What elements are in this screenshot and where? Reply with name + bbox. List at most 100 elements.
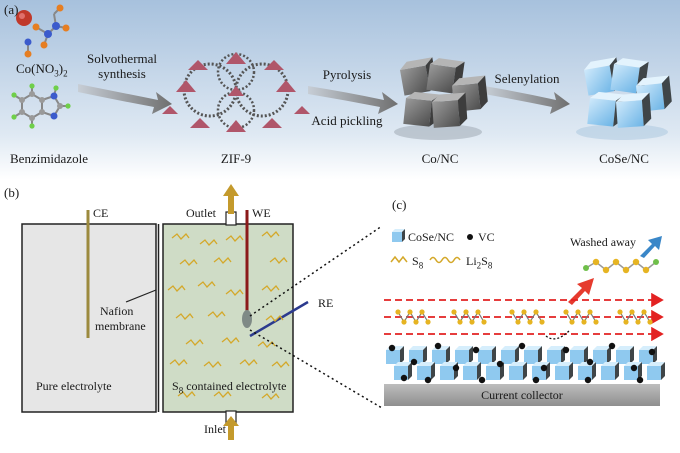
cose-nc-cube [478,346,496,364]
cose-nc-cube [463,362,481,380]
legend-s8-label: S8 [412,254,423,272]
reagent-1-text: Co(NO [16,61,55,76]
panel-a-background [0,0,680,180]
vc-dot [400,374,408,382]
legend-s-sub: 8 [418,260,424,271]
cose-nc-cube [547,346,565,364]
we-label: WE [252,206,271,220]
vc-dot [608,342,616,350]
legend-li2s8-glyph [429,256,461,264]
cose-nc-cube [570,346,588,364]
product-cose-nc: CoSe/NC [599,151,649,166]
zoom-line-top [249,225,383,317]
legend-cosenc-label: CoSe/NC [408,230,455,244]
washed-li2s8-molecule [583,258,659,274]
cose-nc-cube [593,346,611,364]
panel-c-label: (c) [392,197,407,212]
current-collector [384,384,660,406]
step-solvothermal-line-1: Solvothermal [86,51,158,66]
cose-nc-cubes [576,57,672,140]
right-chamber-s: S [172,379,179,393]
re-label: RE [318,296,334,310]
co-nc-cubes [394,57,488,140]
reagent-1-sub2: 2 [63,68,68,79]
legend-vc-dot [467,234,473,240]
legend-li-text: Li [466,254,477,268]
legend-li-sub1: 2 [476,260,482,271]
vc-dot [648,348,656,356]
nafion-label-2: membrane [95,319,146,333]
we-tip [242,310,252,328]
vc-dot [496,360,504,368]
cose-nc-cube [578,362,596,380]
step-solvothermal-line-2: synthesis [98,66,146,81]
vc-dot [410,358,418,366]
legend-cube [392,229,405,242]
panel-b-label: (b) [4,185,20,200]
arrow-solvothermal [78,84,172,114]
vc-dot [518,342,526,350]
s8-rings [395,309,653,325]
cose-nc-cube [440,362,458,380]
inlet-arrow [223,416,239,440]
vc-dot [540,364,548,372]
reagent-1-sub: 3 [54,68,59,79]
benzimidazole-atoms [11,83,71,129]
cube-layer [386,342,665,384]
vc-dot [532,376,540,384]
arrow-pyrolysis [308,86,398,114]
vc-dot [562,346,570,354]
nafion-label-1: Nafion [100,304,134,318]
outlet-arrow [223,184,239,214]
product-co-nc: Co/NC [421,151,459,166]
curved-transfer-arrow [545,329,571,340]
cose-nc-cube [455,346,473,364]
panel-a-label: (a) [4,2,19,17]
legend-li-sub2: 8 [487,260,493,271]
legend-li2s8-label: Li2S8 [466,254,492,272]
vc-dot [586,358,594,366]
washed-away-label: Washed away [570,235,637,249]
red-arrow [568,278,594,305]
cose-nc-cube [524,346,542,364]
cose-nc-cube [509,362,527,380]
step-pyrolysis: Pyrolysis [322,67,372,82]
legend-s8-glyph [390,255,408,264]
cose-nc-cube [601,362,619,380]
legend-vc-label: VC [478,230,495,244]
right-chamber-sub: 8 [178,385,184,396]
inlet-label: Inlet [204,422,226,436]
vc-dot [424,376,432,384]
cose-nc-cube [555,362,573,380]
cose-nc-cube [647,362,665,380]
vc-dot [472,346,480,354]
legend-li-s: S [481,254,488,268]
legend-s-text: S [412,254,419,268]
reagent-benzimidazole: Benzimidazole [10,151,88,166]
cose-nc-cube [501,346,519,364]
vc-dot [388,344,396,352]
vc-dot [584,376,592,384]
blue-arrow [640,236,662,258]
vc-dot [630,364,638,372]
zif9-framework [162,52,310,132]
vc-dot [452,364,460,372]
arrow-selenylation [484,86,570,114]
reagent-cobalt-nitrate: Co(NO3)2 [16,62,68,81]
re-line [249,300,309,338]
right-chamber-label: S8 contained electrolyte [172,379,286,397]
reagent-1-close: ) [58,61,64,76]
right-chamber-rest: contained electrolyte [183,379,287,393]
vc-dot [434,342,442,350]
left-chamber-label: Pure electrolyte [36,379,112,393]
ce-label: CE [93,206,109,220]
step-acid-pickling: Acid pickling [311,113,383,128]
cobalt-nitrate-molecule [16,4,70,58]
polysulfide-particles [167,231,290,400]
outlet-label: Outlet [186,206,216,220]
nafion-pointer [125,289,157,303]
step-selenylation: Selenylation [494,71,560,86]
vc-dot [478,376,486,384]
zoom-line-bottom [249,329,383,409]
